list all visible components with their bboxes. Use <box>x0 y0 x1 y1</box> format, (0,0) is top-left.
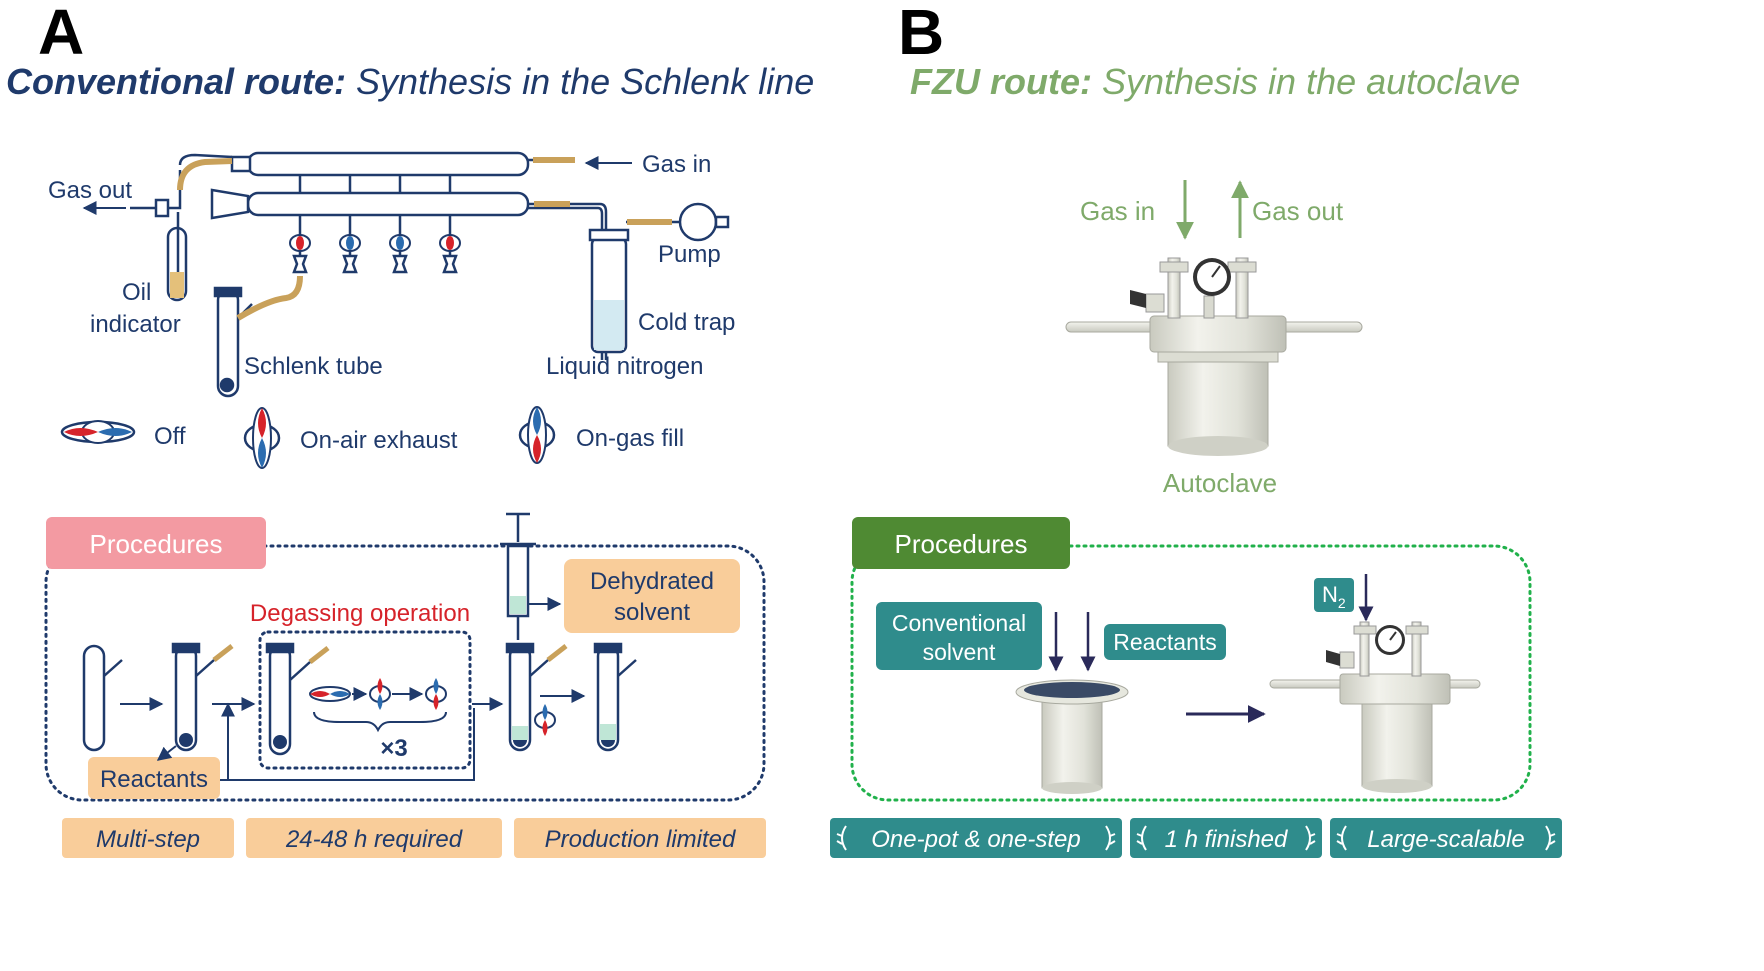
label-pump: Pump <box>658 241 721 268</box>
procedure-tubing-a <box>212 644 568 664</box>
n2-subscript: 2 <box>1338 595 1346 611</box>
syringe-solvent <box>510 596 526 614</box>
repeat-brace <box>313 711 447 733</box>
conventional-line-2: solvent <box>923 639 996 665</box>
panel-b-letter: B <box>898 0 944 68</box>
dehydrated-line-2: solvent <box>614 599 690 626</box>
label-indicator: indicator <box>90 311 181 338</box>
label-cold-trap: Cold trap <box>638 309 735 336</box>
label-oil: Oil <box>122 279 151 306</box>
reactants-b-label: Reactants <box>1113 629 1217 655</box>
tag-large-scalable: Large-scalable <box>1367 826 1524 853</box>
tags-b <box>830 818 1562 858</box>
tag-time-required: 24-48 h required <box>285 826 463 853</box>
dehydrated-line-1: Dehydrated <box>590 568 714 595</box>
label-gas-in: Gas in <box>642 151 711 178</box>
label-liquid-nitrogen: Liquid nitrogen <box>546 353 703 380</box>
reactants-a-label: Reactants <box>100 766 208 793</box>
legend-off-label: Off <box>154 423 186 450</box>
valve-legend-off <box>60 420 136 444</box>
label-schlenk-tube: Schlenk tube <box>244 353 383 380</box>
tag-one-pot: One-pot & one-step <box>871 826 1080 853</box>
label-gas-out: Gas out <box>48 177 132 204</box>
solvent-level-2 <box>600 724 616 740</box>
rubber-tubing <box>177 157 672 321</box>
label-b-gas-out: Gas out <box>1252 196 1344 226</box>
stopcock-handles <box>289 234 461 252</box>
label-b-gas-in: Gas in <box>1080 196 1155 226</box>
valve-legend-gas-fill <box>518 406 556 464</box>
panel-b-title-bold: FZU route: <box>910 61 1092 102</box>
tag-one-hour: 1 h finished <box>1165 826 1288 853</box>
n2-label: N2 <box>1322 582 1346 611</box>
degassing-valve-sequence <box>309 678 556 736</box>
solvent-level-1 <box>512 726 528 740</box>
degassing-label: Degassing operation <box>250 600 470 627</box>
legend-gas-fill-label: On-gas fill <box>576 425 684 452</box>
label-autoclave: Autoclave <box>1163 468 1277 498</box>
degassing-frame <box>258 630 472 770</box>
legend-air-exhaust-label: On-air exhaust <box>300 427 458 454</box>
panel-a-letter: A <box>38 0 84 68</box>
tags-a <box>62 818 766 858</box>
procedures-b-title: Procedures <box>895 529 1028 559</box>
reactants-box-b <box>1104 624 1226 660</box>
laurel-icons <box>836 825 1556 851</box>
procedure-tubes-a <box>82 642 637 756</box>
return-line <box>220 708 475 781</box>
dehydrated-solvent-box <box>564 559 740 633</box>
syringe <box>500 512 536 640</box>
reactants-arrow <box>156 745 177 761</box>
panel-b-title: FZU route: Synthesis in the autoclave <box>910 61 1520 102</box>
autoclave-small <box>1269 621 1481 793</box>
liquid-nitrogen-level <box>594 300 624 350</box>
autoclave-large <box>1065 257 1363 456</box>
procedures-a-header <box>46 517 266 569</box>
procedures-a-frame <box>44 544 766 802</box>
autoclave-liner <box>1015 679 1129 794</box>
panel-a-title: Conventional route: Synthesis in the Sch… <box>6 61 814 102</box>
procedures-a-title: Procedures <box>90 529 223 559</box>
valve-legend-air-exhaust <box>243 407 281 469</box>
panel-a-title-rest: Synthesis in the Schlenk line <box>346 61 814 102</box>
conventional-solvent-box <box>876 602 1042 670</box>
panel-a-title-bold: Conventional route: <box>6 61 346 102</box>
oil-level <box>170 272 184 298</box>
procedures-b-frame <box>850 544 1532 802</box>
conventional-line-1: Conventional <box>892 610 1026 636</box>
procedures-b-header <box>852 517 1070 569</box>
tag-production-limited: Production limited <box>545 826 736 853</box>
reactants-box-a <box>88 757 220 799</box>
n2-symbol: N <box>1322 582 1338 607</box>
panel-b-title-rest: Synthesis in the autoclave <box>1092 61 1520 102</box>
repeat-label: ×3 <box>380 735 407 762</box>
tag-multi-step: Multi-step <box>96 826 200 853</box>
n2-box <box>1314 578 1354 612</box>
